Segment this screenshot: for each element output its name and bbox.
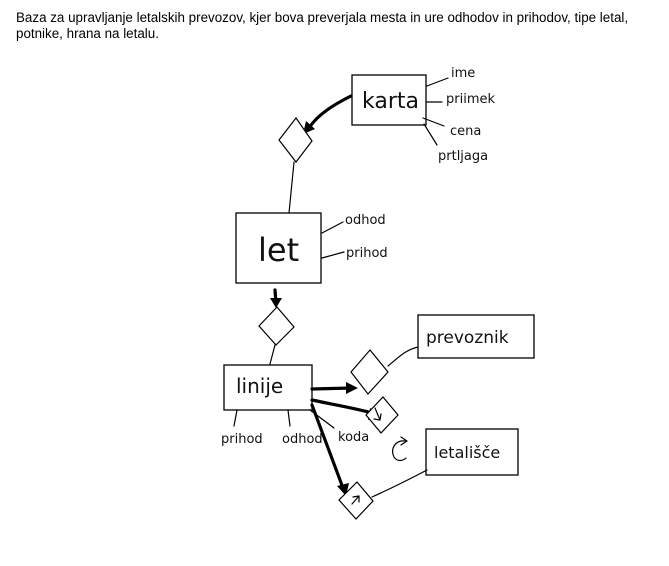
linije-attr-odhod: odhod xyxy=(282,432,323,447)
karta-rel-arrowhead xyxy=(303,121,315,134)
linije-prevoznik-arrowhead xyxy=(346,382,358,394)
let-attr-odhod: odhod xyxy=(345,213,386,228)
linije-to-letalisce-rel-line xyxy=(310,398,378,416)
let-attr-line-prihod xyxy=(321,251,345,259)
entity-prevoznik-label: prevoznik xyxy=(426,328,509,348)
rel-to-let-line xyxy=(288,161,295,214)
entity-letalisce: letališče xyxy=(425,428,519,476)
karta-attr-line-ime xyxy=(426,77,449,87)
karta-attr-cena: cena xyxy=(450,124,481,139)
karta-attr-priimek: priimek xyxy=(446,92,495,107)
entity-linije: linije xyxy=(223,364,313,411)
linije-to-prevoznik-rel-line xyxy=(310,386,354,391)
let-attr-prihod: prihod xyxy=(346,246,388,261)
linije-attr-line-odhod xyxy=(287,409,291,427)
entity-linije-label: linije xyxy=(236,374,283,398)
linije-attr-koda: koda xyxy=(338,430,369,445)
lower-rel-to-letalisce-line xyxy=(371,469,428,498)
karta-to-rel-line xyxy=(307,94,353,130)
linije-attr-prihod: prihod xyxy=(221,432,263,447)
rel-to-linije-line xyxy=(269,344,276,365)
let-attr-line-odhod xyxy=(321,221,344,234)
relationship-linije-prevoznik xyxy=(350,349,389,395)
linije-attr-line-prihod xyxy=(233,409,238,427)
entity-let-label: let xyxy=(258,231,299,269)
letalisce-loop-line xyxy=(392,440,407,462)
karta-attr-prtljaga: prtljaga xyxy=(438,149,488,164)
let-rel-arrowhead xyxy=(270,298,282,308)
entity-letalisce-label: letališče xyxy=(434,443,500,462)
entity-prevoznik: prevoznik xyxy=(417,314,535,359)
karta-attr-line-prtljaga xyxy=(423,123,438,146)
relationship-karta-let xyxy=(278,116,313,163)
description-text: Baza za upravljanje letalskih prevozov, … xyxy=(16,10,629,41)
relationship-lower xyxy=(338,481,374,520)
entity-karta-label: karta xyxy=(362,89,419,114)
rel-to-prevoznik-line xyxy=(387,346,419,367)
letalisce-loop-arrow xyxy=(400,436,408,446)
karta-attr-line-cena xyxy=(422,117,445,127)
entity-karta: karta xyxy=(351,74,427,126)
karta-attr-ime: ime xyxy=(451,66,475,81)
relationship-let-linije xyxy=(258,306,295,346)
relationship-lower-arrow-mark xyxy=(351,495,360,505)
relationship-arrow-mark xyxy=(373,407,382,421)
relationship-linije-letalisce xyxy=(365,396,399,434)
linije-to-lower-rel-line xyxy=(310,403,345,490)
entity-let: let xyxy=(235,212,322,284)
